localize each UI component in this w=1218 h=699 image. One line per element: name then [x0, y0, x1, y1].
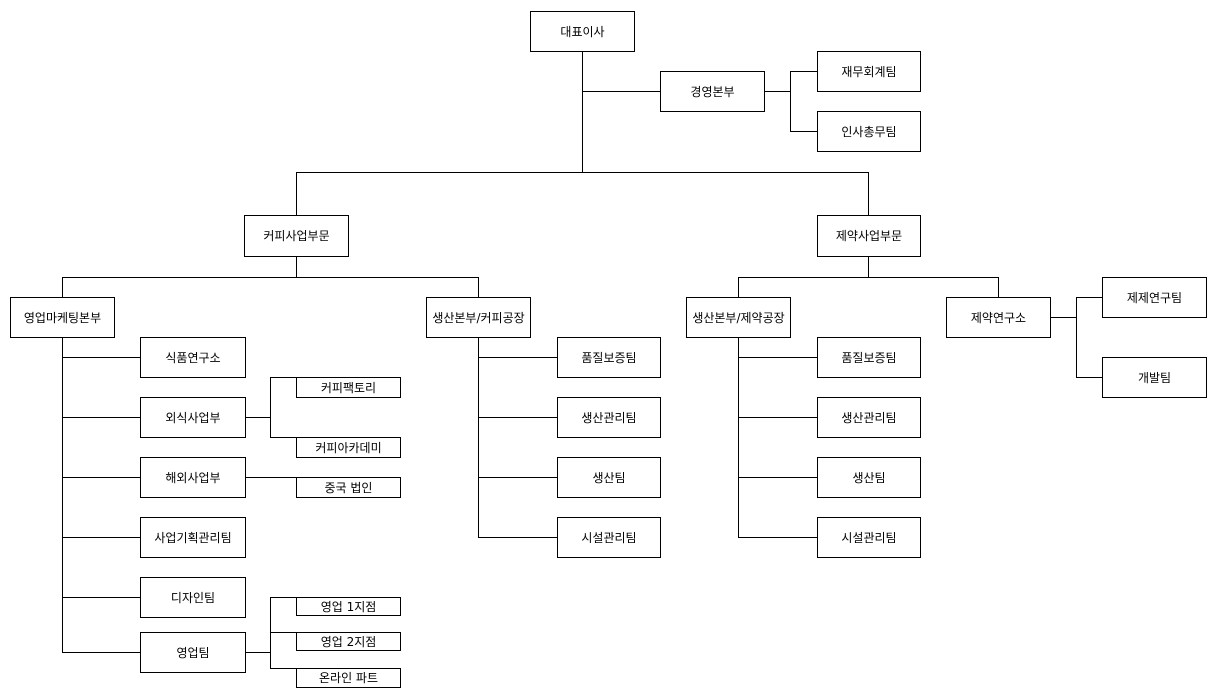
- pharma-research-lab-node[interactable]: 제약연구소: [946, 297, 1051, 338]
- coffee-production-management-team-node[interactable]: 생산관리팀: [557, 397, 661, 438]
- overseas-business-dept-node[interactable]: 해외사업부: [140, 457, 246, 498]
- sales-branch-1-node[interactable]: 영업 1지점: [296, 597, 401, 616]
- finance-accounting-team-node[interactable]: 재무회계팀: [817, 51, 921, 92]
- china-corporation-node[interactable]: 중국 법인: [296, 477, 401, 498]
- management-hq-node[interactable]: 경영본부: [660, 71, 765, 112]
- ceo-node[interactable]: 대표이사: [530, 11, 635, 52]
- pharma-division-node[interactable]: 제약사업부문: [817, 215, 921, 257]
- coffee-production-hq-node[interactable]: 생산본부/커피공장: [426, 297, 531, 338]
- online-part-node[interactable]: 온라인 파트: [296, 668, 401, 688]
- sales-branch-2-node[interactable]: 영업 2지점: [296, 632, 401, 651]
- hr-general-affairs-team-node[interactable]: 인사총무팀: [817, 111, 921, 152]
- coffee-factory-node[interactable]: 커피팩토리: [296, 377, 401, 398]
- coffee-academy-node[interactable]: 커피아카데미: [296, 437, 401, 458]
- dining-business-dept-node[interactable]: 외식사업부: [140, 397, 246, 438]
- sales-team-node[interactable]: 영업팀: [140, 632, 246, 673]
- coffee-production-team-node[interactable]: 생산팀: [557, 457, 661, 498]
- pharma-production-hq-node[interactable]: 생산본부/제약공장: [686, 297, 791, 338]
- pharma-production-team-node[interactable]: 생산팀: [817, 457, 921, 498]
- business-planning-team-node[interactable]: 사업기획관리팀: [140, 517, 246, 558]
- coffee-quality-assurance-team-node[interactable]: 품질보증팀: [557, 337, 661, 378]
- design-team-node[interactable]: 디자인팀: [140, 577, 246, 618]
- pharma-quality-assurance-team-node[interactable]: 품질보증팀: [817, 337, 921, 378]
- coffee-division-node[interactable]: 커피사업부문: [244, 215, 349, 257]
- food-research-lab-node[interactable]: 식품연구소: [140, 337, 246, 378]
- pharma-production-management-team-node[interactable]: 생산관리팀: [817, 397, 921, 438]
- coffee-facility-management-team-node[interactable]: 시설관리팀: [557, 517, 661, 558]
- pharma-facility-management-team-node[interactable]: 시설관리팀: [817, 517, 921, 558]
- formulation-research-team-node[interactable]: 제제연구팀: [1102, 277, 1207, 318]
- sales-marketing-hq-node[interactable]: 영업마케팅본부: [10, 297, 115, 338]
- development-team-node[interactable]: 개발팀: [1102, 357, 1207, 398]
